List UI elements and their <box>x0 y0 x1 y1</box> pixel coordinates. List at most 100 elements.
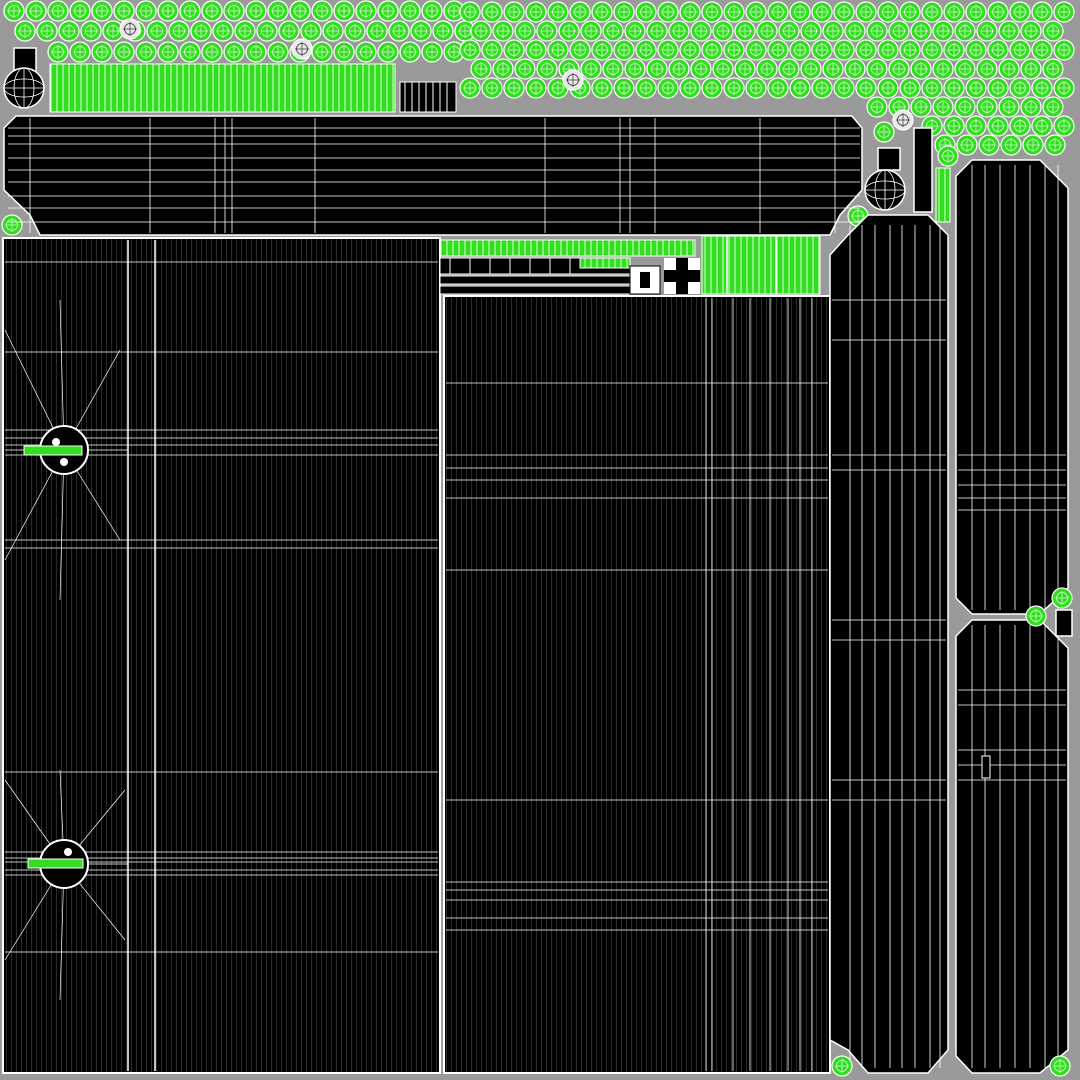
green-bolt-head-icon <box>1 214 23 236</box>
green-bolt-head-icon <box>47 0 69 22</box>
green-bolt-head-icon <box>1022 134 1044 156</box>
green-bolt-head-icon <box>892 109 914 131</box>
green-bolt-head-icon <box>223 41 245 63</box>
green-bolt-head-icon <box>1031 115 1053 137</box>
knob-handle-icon <box>864 127 951 223</box>
green-bolt-head-icon <box>267 41 289 63</box>
green-bolt-head-icon <box>1044 134 1066 156</box>
green-bolt-head-icon <box>322 20 344 42</box>
green-bolt-head-icon <box>778 20 800 42</box>
green-bolt-head-icon <box>1020 20 1042 42</box>
green-bolt-head-icon <box>421 41 443 63</box>
green-bolt-head-icon <box>157 0 179 22</box>
green-bolt-head-icon <box>492 20 514 42</box>
green-bolt-head-icon <box>756 20 778 42</box>
green-bolt-head-icon <box>657 77 679 99</box>
green-bolt-head-icon <box>965 115 987 137</box>
green-bolt-head-icon <box>844 20 866 42</box>
green-bolt-head-icon <box>712 58 734 80</box>
green-bolt-head-icon <box>558 20 580 42</box>
green-bolt-head-icon <box>514 58 536 80</box>
green-bolt-head-icon <box>987 1 1009 23</box>
green-bolt-head-icon <box>932 20 954 42</box>
green-bolt-head-icon <box>811 77 833 99</box>
green-bolt-head-icon <box>410 20 432 42</box>
green-bolt-head-icon <box>333 41 355 63</box>
green-bolt-head-icon <box>289 0 311 22</box>
green-bolt-head-icon <box>921 77 943 99</box>
green-bolt-head-icon <box>223 0 245 22</box>
green-bolt-head-icon <box>723 39 745 61</box>
green-bolt-head-icon <box>877 39 899 61</box>
green-bolt-head-icon <box>399 41 421 63</box>
green-bolt-head-icon <box>113 0 135 22</box>
green-bolt-head-icon <box>1009 1 1031 23</box>
green-bolt-head-icon <box>635 39 657 61</box>
green-bolt-head-icon <box>377 0 399 22</box>
green-bolt-head-icon <box>399 0 421 22</box>
green-bolt-head-icon <box>291 38 313 60</box>
green-bolt-head-icon <box>459 39 481 61</box>
green-bolt-head-icon <box>822 20 844 42</box>
green-bolt-head-icon <box>956 134 978 156</box>
green-bolt-head-icon <box>201 41 223 63</box>
green-bolt-head-icon <box>1000 134 1022 156</box>
green-bolt-head-icon <box>822 58 844 80</box>
green-bolt-head-icon <box>201 0 223 22</box>
green-bolt-head-icon <box>987 77 1009 99</box>
green-bolt-head-icon <box>866 58 888 80</box>
left-door-panel <box>2 237 441 1074</box>
green-bolt-head-icon <box>602 20 624 42</box>
green-bolt-head-icon <box>1031 77 1053 99</box>
green-bolt-head-icon <box>877 77 899 99</box>
green-bolt-head-icon <box>943 39 965 61</box>
green-bolt-head-icon <box>855 1 877 23</box>
green-bolt-head-icon <box>943 115 965 137</box>
green-bolt-head-icon <box>767 39 789 61</box>
green-bolt-head-icon <box>800 20 822 42</box>
green-bolt-head-icon <box>1009 115 1031 137</box>
bolt-head-cluster <box>1 0 1075 236</box>
green-bolt-head-icon <box>377 41 399 63</box>
knob-handle-icon <box>3 47 45 109</box>
loose-bolt-heads <box>831 587 1073 1077</box>
green-bolt-head-icon <box>80 20 102 42</box>
green-bolt-head-icon <box>481 1 503 23</box>
green-bolt-head-icon <box>855 77 877 99</box>
green-bolt-head-icon <box>1051 587 1073 609</box>
green-bolt-head-icon <box>954 96 976 118</box>
green-bolt-head-icon <box>976 58 998 80</box>
right-column-panel-b-upper <box>955 159 1069 615</box>
green-bolt-head-icon <box>635 77 657 99</box>
green-bolt-head-icon <box>432 20 454 42</box>
green-bolt-head-icon <box>547 39 569 61</box>
green-bolt-head-icon <box>91 41 113 63</box>
green-bolt-head-icon <box>855 39 877 61</box>
green-bolt-head-icon <box>1053 1 1075 23</box>
green-bolt-head-icon <box>157 41 179 63</box>
green-bolt-head-icon <box>789 1 811 23</box>
green-bolt-head-icon <box>734 58 756 80</box>
green-bolt-head-icon <box>536 20 558 42</box>
green-bolt-head-icon <box>388 20 410 42</box>
green-bolt-head-icon <box>910 96 932 118</box>
green-bolt-head-icon <box>470 58 492 80</box>
green-bolt-head-icon <box>899 77 921 99</box>
green-bolt-head-icon <box>190 20 212 42</box>
green-bolt-head-icon <box>245 0 267 22</box>
middle-parts-strip <box>439 235 821 295</box>
green-bolt-head-icon <box>811 39 833 61</box>
green-bolt-head-icon <box>355 0 377 22</box>
green-bolt-head-icon <box>734 20 756 42</box>
green-bolt-head-icon <box>470 20 492 42</box>
green-bolt-head-icon <box>1053 77 1075 99</box>
green-bolt-head-icon <box>1042 96 1064 118</box>
green-bolt-head-icon <box>679 39 701 61</box>
hinge-upper <box>23 425 89 475</box>
green-bolt-head-icon <box>234 20 256 42</box>
green-bolt-head-icon <box>888 58 910 80</box>
green-bolt-head-icon <box>514 20 536 42</box>
green-bolt-head-icon <box>333 0 355 22</box>
green-bolt-head-icon <box>745 1 767 23</box>
